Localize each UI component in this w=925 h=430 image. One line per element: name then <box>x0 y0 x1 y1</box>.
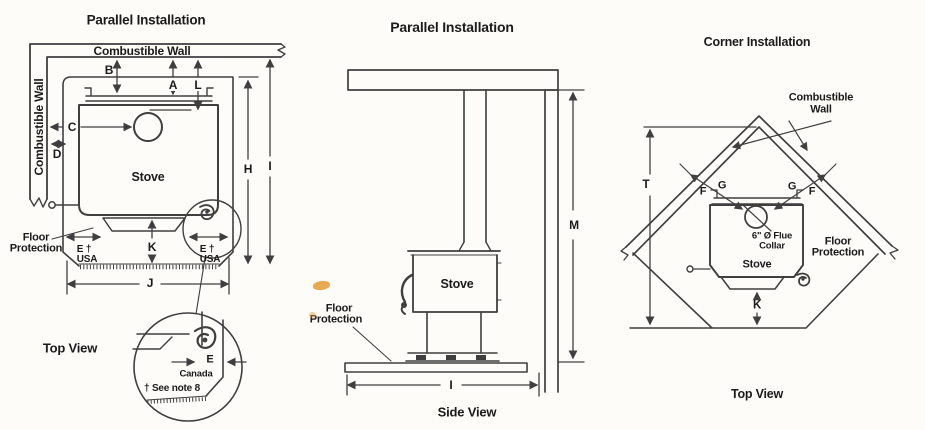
middle-caption: Side View <box>437 404 497 420</box>
ceiling <box>347 69 559 91</box>
magnifier-connector <box>195 257 206 315</box>
flue-collar-label-1: 6" Ø Flue <box>751 230 793 242</box>
dim-e-usa-right-label: E † <box>199 244 215 255</box>
dim-i-label: I <box>266 159 274 173</box>
dim-t-label: T <box>640 177 652 191</box>
right-corner-top-view <box>620 115 899 329</box>
magnifier-e-label: E <box>206 353 214 366</box>
dim-d-label: D <box>52 147 62 161</box>
left-panel-title: Parallel Installation <box>86 12 206 28</box>
dim-b-label: B <box>104 63 114 77</box>
hearth-outline <box>62 76 234 267</box>
stove-outline <box>78 104 219 216</box>
stove-label-right: Stove <box>742 258 772 271</box>
floor-protection-left-2: Protection <box>9 242 63 255</box>
corner-leg-curl <box>796 272 811 287</box>
corner-heat-shield <box>711 197 803 205</box>
corner-floor-pad <box>632 252 879 329</box>
corner-wall-outer <box>625 115 893 248</box>
floor-protection-mid-2: Protection <box>309 313 363 326</box>
magnifier-note: † See note 8 <box>144 383 200 394</box>
heat-shield <box>85 95 213 102</box>
wall-pointer-right <box>788 120 808 152</box>
flue-collar <box>133 112 163 142</box>
floor-protection-left-1: Floor <box>22 231 50 244</box>
left-parallel-top-view <box>29 43 286 422</box>
corner-front-lip <box>720 276 785 290</box>
wall-break-bottom <box>29 197 48 208</box>
dim-l-label: L <box>192 78 204 92</box>
corner-wall-label-1: Combustible <box>788 91 854 104</box>
stove-label-middle: Stove <box>440 276 474 291</box>
wall-outer-edge <box>29 43 282 200</box>
dim-f-right-label: F <box>808 185 816 198</box>
magnifier-circle <box>133 312 243 422</box>
middle-parallel-side-view <box>344 69 585 397</box>
floor-protection-pointer-mid <box>352 326 392 362</box>
corner-door-knob <box>686 265 694 273</box>
floor-protection-right-1: Floor <box>824 235 852 248</box>
door-knob <box>48 201 56 209</box>
floor-protection-mid-1: Floor <box>325 302 353 315</box>
corner-stove-outline <box>709 204 804 278</box>
wall-break-left-end <box>620 246 629 261</box>
dim-e-usa-left-label: E † <box>76 244 92 255</box>
wall <box>544 89 559 393</box>
dim-m-label: M <box>567 218 581 232</box>
corner-wall-inner <box>632 126 886 256</box>
corner-flue-collar <box>744 205 768 229</box>
dim-k2-label: K <box>750 299 764 312</box>
dim-k-label: K <box>145 240 159 254</box>
dim-c-label: C <box>65 120 79 134</box>
dim-j-label: J <box>144 276 156 290</box>
door-handle <box>400 273 414 304</box>
stove-front-lip <box>102 217 186 232</box>
right-panel-title: Corner Installation <box>703 34 811 49</box>
pedestal <box>426 311 482 354</box>
dim-g-left-label: G <box>717 179 727 192</box>
flue-leader-line <box>742 204 772 232</box>
top-wall-label: Combustible Wall <box>93 44 191 58</box>
wall-inner-edge <box>46 56 282 200</box>
floor-pad <box>344 362 528 373</box>
wall-break-right-end <box>889 245 899 260</box>
dim-e-usa-right-sub: USA <box>199 254 221 265</box>
dim-e-usa-left-sub: USA <box>76 254 98 265</box>
detail-callout-circle <box>182 199 242 259</box>
dim-g-right-label: G <box>787 180 797 193</box>
stove-leg-curl <box>199 204 215 221</box>
floor-protection-pointer <box>51 227 94 240</box>
magnifier-canada-label: Canada <box>179 368 213 380</box>
middle-panel-title: Parallel Installation <box>390 19 514 35</box>
flue-pipe <box>463 89 487 243</box>
floor-protection-right-2: Protection <box>811 246 865 259</box>
stove-leg-curl-magnified <box>193 326 217 349</box>
right-caption: Top View <box>730 386 784 401</box>
wall-break-right <box>277 43 286 58</box>
left-caption: Top View <box>42 340 98 356</box>
corner-wall-label-2: Wall <box>810 103 832 116</box>
base-plate <box>405 352 500 362</box>
dim-i2-label: I <box>447 378 455 392</box>
dim-h-label: H <box>241 162 255 176</box>
stove-label-left: Stove <box>131 169 165 184</box>
side-wall-label: Combustible Wall <box>32 78 46 176</box>
dim-f-left-label: F <box>699 185 707 198</box>
wall-pointer-left <box>731 120 832 150</box>
dim-a-label: A <box>166 78 180 92</box>
flue-collar-label-2: Collar <box>759 240 785 252</box>
